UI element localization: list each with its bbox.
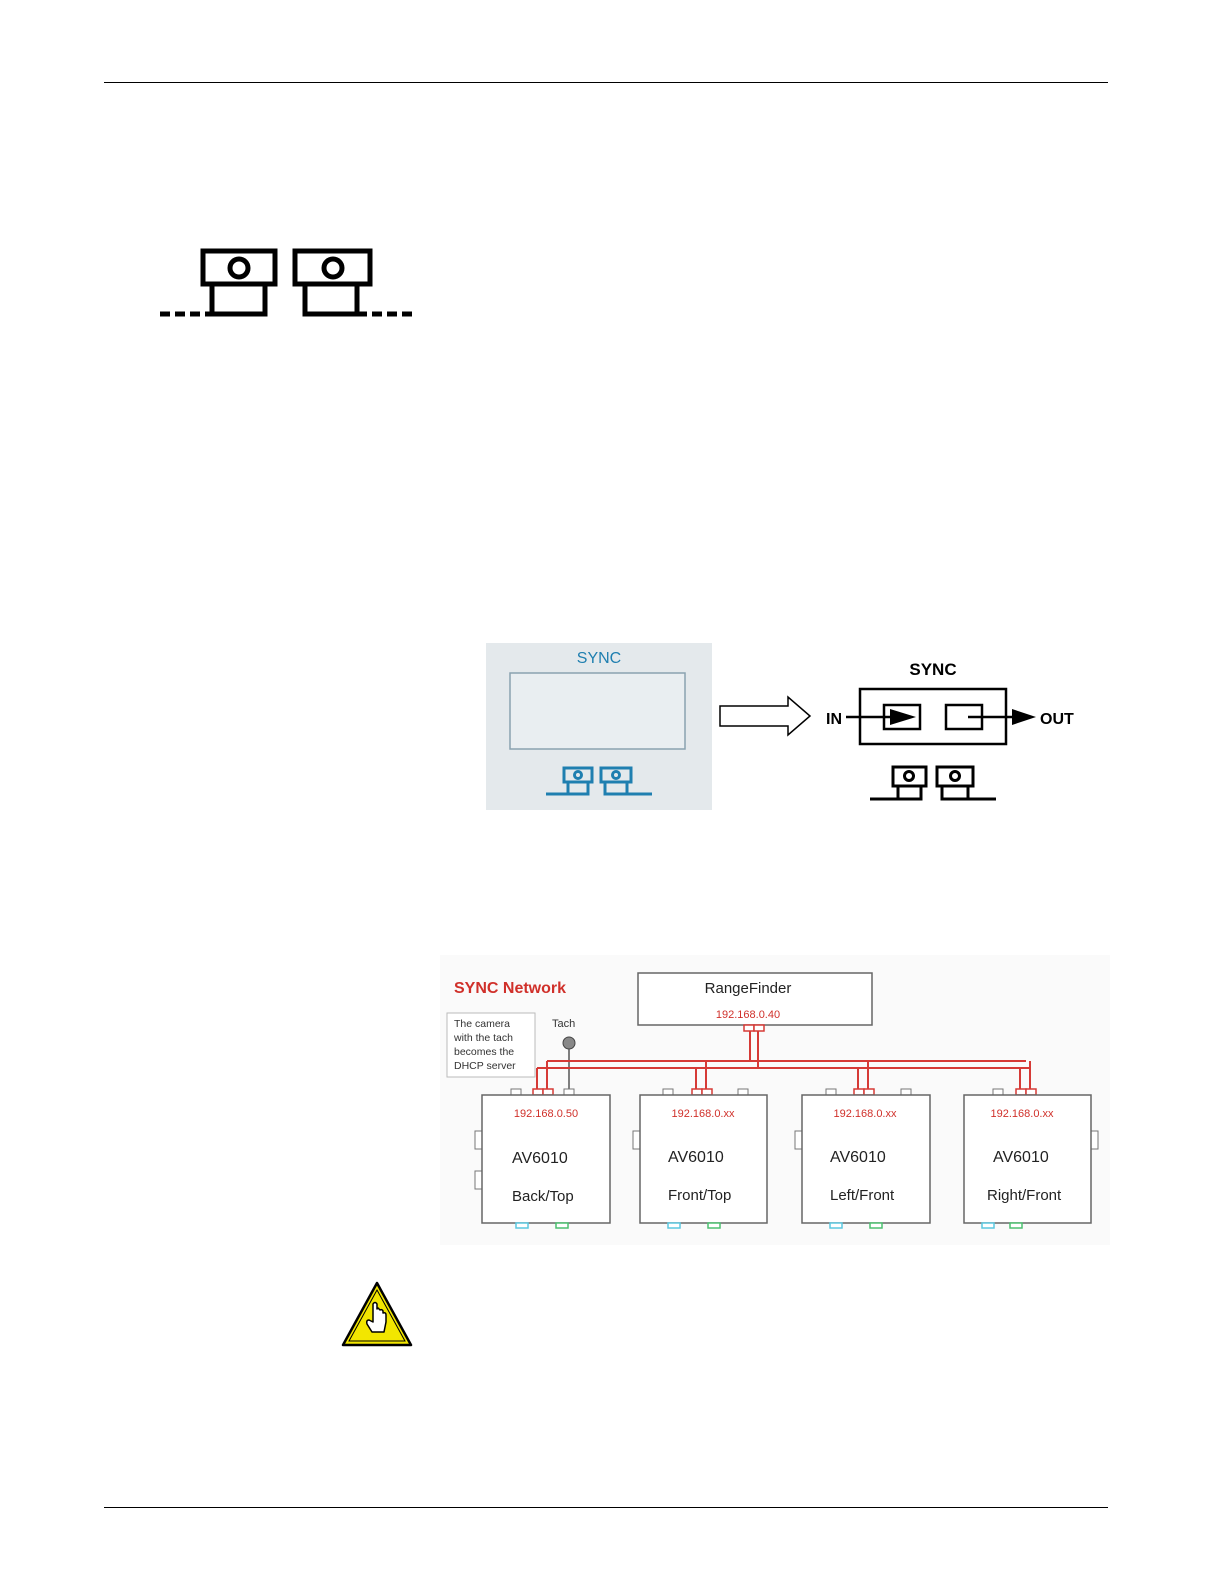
camera-ip: 192.168.0.xx: [672, 1108, 735, 1120]
camera-model: AV6010: [993, 1149, 1049, 1166]
camera-right-front: 192.168.0.xx AV6010 Right/Front: [964, 1089, 1098, 1228]
camera-back-top: 192.168.0.50 AV6010 Back/Top: [475, 1089, 610, 1228]
sync-panel-connector-icon: [546, 768, 652, 794]
camera-ip: 192.168.0.50: [514, 1108, 578, 1120]
sync-out-arrow-icon: [968, 709, 1036, 725]
camera-position: Left/Front: [830, 1187, 895, 1204]
camera-left-front: 192.168.0.xx AV6010 Left/Front: [795, 1089, 930, 1228]
camera-ip: 192.168.0.xx: [991, 1108, 1054, 1120]
camera-front-top: 192.168.0.xx AV6010 Front/Top: [633, 1089, 767, 1228]
sync-schematic: SYNC IN OUT: [820, 652, 1090, 812]
sync-panel-drawing: SYNC: [486, 643, 712, 810]
header-rule: [104, 82, 1108, 83]
footer-rule: [104, 1507, 1108, 1508]
camera-position: Right/Front: [987, 1187, 1062, 1204]
camera-ip: 192.168.0.xx: [834, 1108, 897, 1120]
sync-connector-icon: [155, 240, 420, 330]
sync-out-label: OUT: [1040, 711, 1074, 728]
rangefinder-name: RangeFinder: [705, 980, 792, 997]
tach-label: Tach: [552, 1018, 575, 1030]
camera-position: Back/Top: [512, 1188, 574, 1205]
sync-schematic-title: SYNC: [909, 660, 956, 679]
camera-model: AV6010: [512, 1150, 568, 1167]
camera-model: AV6010: [830, 1149, 886, 1166]
sync-panel-window: [510, 673, 685, 749]
sync-schematic-connector-icon: [870, 767, 996, 799]
rangefinder-ip: 192.168.0.40: [716, 1009, 780, 1021]
sync-panel-label: SYNC: [577, 650, 621, 667]
sync-in-arrow-icon: [846, 709, 916, 725]
sync-in-label: IN: [826, 711, 842, 728]
sync-network-diagram: SYNC Network The camera with the tach be…: [440, 955, 1110, 1245]
caution-hand-icon: [340, 1280, 414, 1348]
right-arrow-icon: [718, 695, 814, 737]
camera-position: Front/Top: [668, 1187, 731, 1204]
camera-model: AV6010: [668, 1149, 724, 1166]
network-title: SYNC Network: [454, 980, 566, 997]
